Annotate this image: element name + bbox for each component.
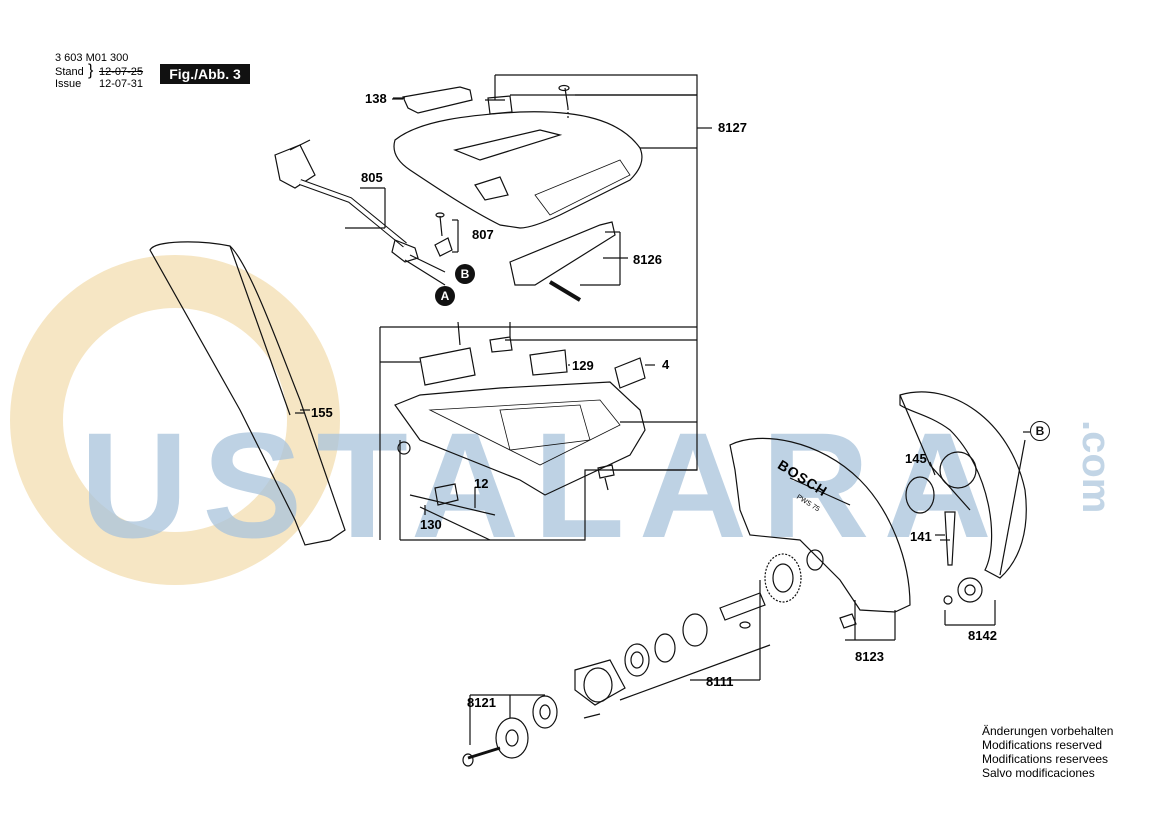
label-141: 141 [910,529,932,544]
part-805-cord [274,139,446,286]
label-129: 129 [572,358,594,373]
part-8111-gear-shaft [574,549,824,719]
label-807: 807 [472,227,494,242]
screw-top [558,84,570,120]
note-line-fr: Modifications reservees [982,752,1109,766]
label-4: 4 [662,357,670,372]
callout-b-light: B [1030,421,1050,441]
label-130: 130 [420,517,442,532]
doc-number: 3 603 M01 300 [55,52,129,64]
part-8126-slider [509,221,621,302]
part-155-cover [149,241,346,546]
leader-lines [295,97,1030,536]
callout-a-dark: A [435,286,455,306]
part-8121-flange [462,694,558,767]
label-138: 138 [365,91,387,106]
label-8142: 8142 [968,628,997,643]
bracket-8127 [379,74,712,541]
label-155: 155 [311,405,333,420]
switch-assembly [397,321,655,455]
watermark-text: USTALARA [80,401,1006,569]
label-145: 145 [905,451,927,466]
label-8127: 8127 [718,120,747,135]
label-8126: 8126 [633,252,662,267]
note-line-de: Änderungen vorbehalten [982,724,1114,738]
watermark-circle-inner [63,308,287,532]
part-807-clamp [434,212,459,257]
part-8127-housing [393,95,643,229]
label-8111: 8111 [706,674,734,689]
part-outer-guard [899,391,1027,579]
part-145-ring [905,461,936,514]
note-line-es: Salvo modificaciones [982,766,1095,780]
figure-tag: Fig./Abb. 3 [160,64,250,84]
label-805: 805 [361,170,383,185]
stand-date: 12-07-25 [99,66,144,78]
part-8142-bearing [943,577,996,626]
part-8123-guard [729,437,911,641]
part-base-housing [394,381,646,496]
part-138-cover [392,86,473,114]
note-line-en: Modifications reserved [982,738,1103,752]
callout-b-dark: B [455,264,475,284]
label-12: 12 [474,476,489,491]
stand-label: Stand [55,66,84,78]
part-141-bolt [940,511,956,566]
issue-date: 12-07-31 [99,78,144,90]
issue-label: Issue [55,78,82,90]
label-8123: 8123 [855,649,884,664]
label-8121: 8121 [467,695,496,710]
part-12-130 [409,464,615,541]
brace-glyph: } [88,62,94,79]
